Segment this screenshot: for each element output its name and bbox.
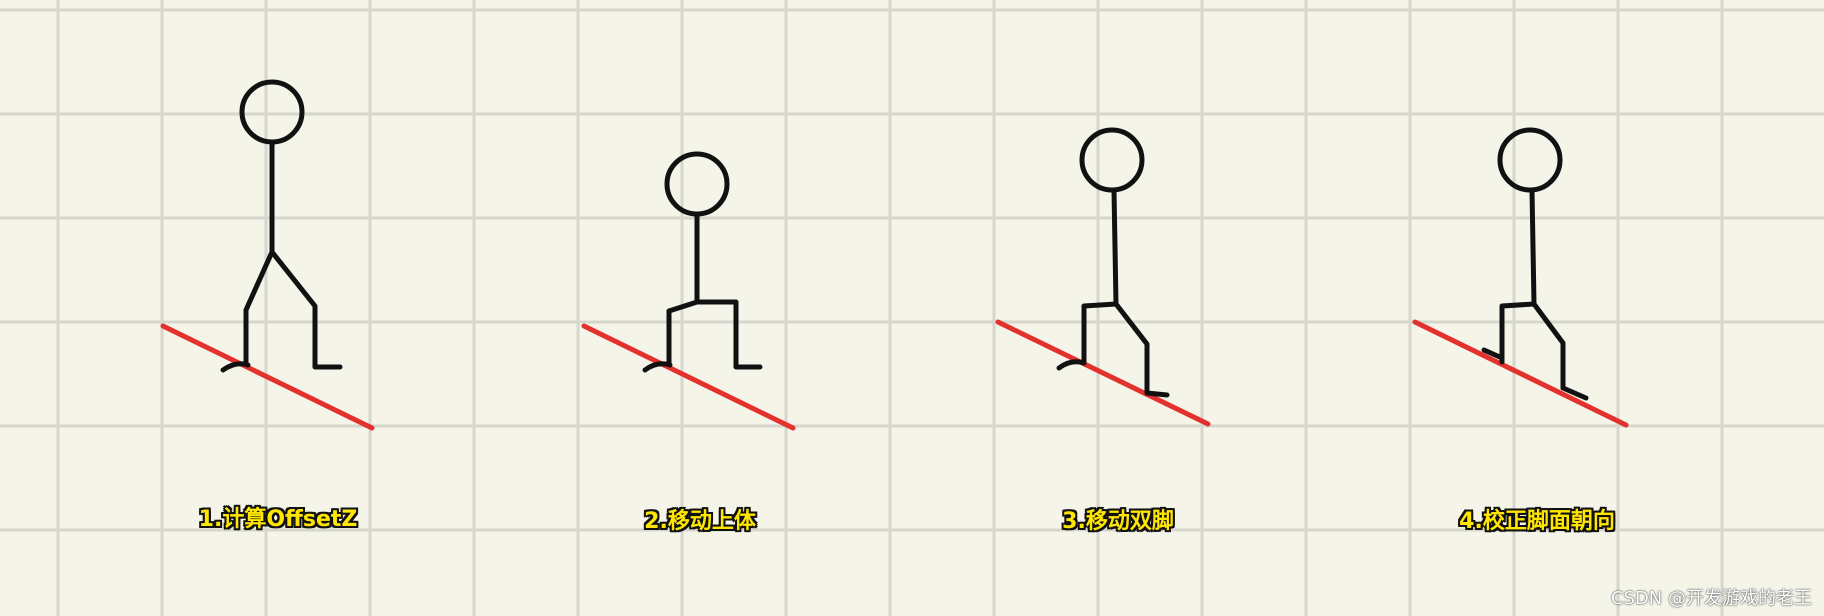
stick-figure [1481,127,1589,401]
left-leg [666,299,700,367]
figure-4 [1412,127,1629,428]
right-foot [1560,385,1589,401]
caption-step-4: 4.校正脚面朝向 [1459,509,1615,534]
stick-figure [642,151,763,373]
left-foot [1056,359,1087,371]
caption-step-1: 1.计算OffsetZ [198,507,358,532]
figure-3 [995,127,1211,427]
slope-line [995,319,1211,427]
slope-line [160,323,375,431]
slope-line [1412,319,1629,428]
caption-step-2: 2.移动上体 [644,509,756,534]
torso [1111,187,1119,307]
left-leg [243,249,275,367]
head [239,79,305,145]
watermark: CSDN @开发游戏的老王 [1610,588,1812,609]
figure-1 [160,79,375,431]
head [1497,127,1563,193]
head [1079,127,1145,193]
left-foot [1481,347,1505,361]
head [664,151,730,217]
stick-figure [220,79,343,373]
right-leg [1531,301,1566,391]
torso [1529,187,1537,307]
figure-2 [581,151,796,431]
stick-figure [1056,127,1170,398]
slope-line [581,323,796,431]
right-leg [1113,301,1170,398]
left-foot [642,361,673,373]
right-leg [269,249,343,370]
right-leg [694,299,763,370]
left-leg [1499,301,1537,365]
caption-step-3: 3.移动双脚 [1062,509,1174,534]
left-foot [220,361,251,373]
left-leg [1081,301,1119,365]
